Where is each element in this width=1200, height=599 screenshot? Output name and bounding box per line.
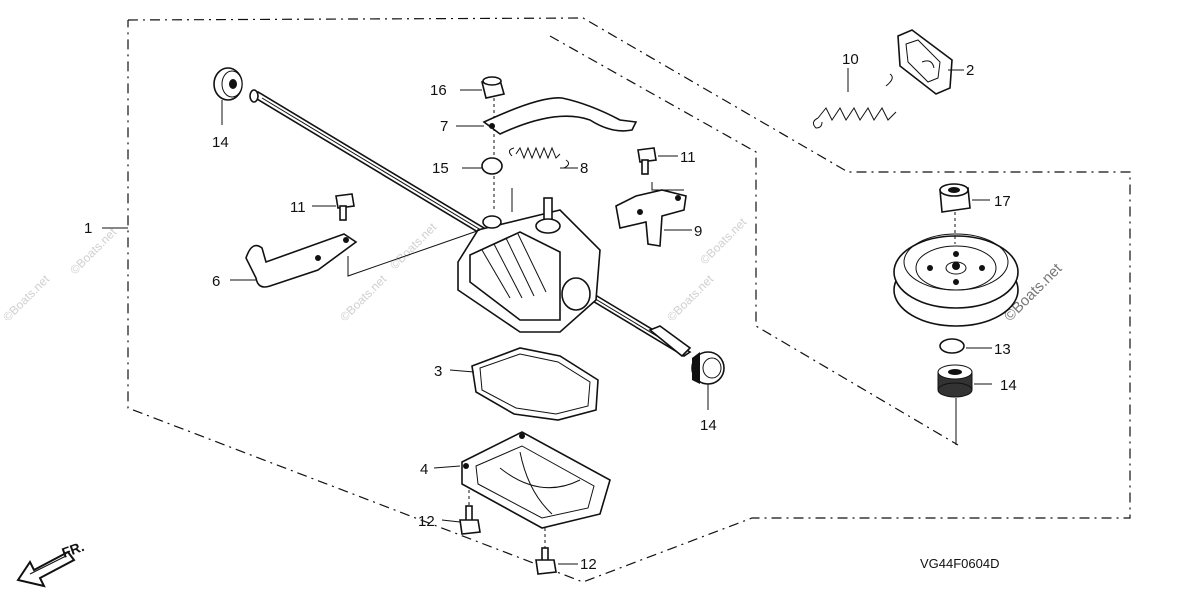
bearing — [691, 351, 725, 385]
nut — [939, 183, 971, 213]
bearing — [213, 67, 243, 101]
callout-3: 3 — [434, 363, 442, 380]
watermark: ©Boats.net — [387, 220, 439, 272]
watermark: ©Boats.net — [67, 225, 119, 277]
leader-12a — [441, 519, 461, 523]
spring — [812, 73, 897, 129]
diagram-code: VG44F0604D — [920, 556, 1000, 571]
callout-15: 15 — [432, 160, 449, 177]
front-label: FR. — [60, 538, 87, 561]
callout-13: 13 — [994, 341, 1011, 358]
assembly-boundary — [127, 17, 1131, 583]
callout-16: 16 — [430, 82, 447, 99]
washer — [939, 338, 965, 354]
collar — [481, 157, 503, 175]
bolt — [335, 193, 355, 221]
bolt — [459, 505, 481, 535]
bolt — [535, 547, 557, 575]
bracket — [615, 189, 687, 247]
cover-plate — [461, 431, 611, 529]
front-arrow-icon — [16, 550, 76, 588]
callout-10: 9 — [694, 223, 702, 240]
bearing — [937, 364, 973, 398]
gear-case — [457, 197, 601, 333]
watermark: ©Boats.net — [337, 272, 389, 324]
lever — [245, 233, 358, 288]
pulley — [893, 233, 1019, 327]
callout-11: 11 — [290, 199, 306, 216]
callout-14: 14 — [212, 134, 229, 151]
callout-11: 11 — [680, 149, 696, 166]
callout-12: 12 — [418, 513, 435, 530]
callout-7: 7 — [440, 118, 448, 135]
arm — [482, 97, 638, 135]
spring — [508, 146, 570, 169]
callout-9: 8 — [580, 160, 588, 177]
callout-14: 14 — [1000, 377, 1017, 394]
callout-6: 6 — [212, 273, 220, 290]
callout-8: 10 — [842, 51, 859, 68]
watermark: ©Boats.net — [664, 272, 716, 324]
leader-3 — [449, 369, 475, 373]
watermark: ©Boats.net — [697, 215, 749, 267]
gearcase-boundary — [549, 35, 959, 446]
watermark: ©Boats.net — [0, 272, 52, 324]
bolt — [637, 147, 657, 175]
leader-4 — [433, 465, 461, 469]
callout-17: 17 — [994, 193, 1011, 210]
gasket — [471, 347, 599, 421]
clip — [897, 29, 953, 95]
callout-2: 2 — [966, 62, 974, 79]
callout-4: 4 — [420, 461, 428, 478]
nut — [481, 76, 506, 99]
callout-14: 14 — [700, 417, 717, 434]
callout-1: 1 — [84, 220, 92, 237]
callout-12: 12 — [580, 556, 597, 573]
